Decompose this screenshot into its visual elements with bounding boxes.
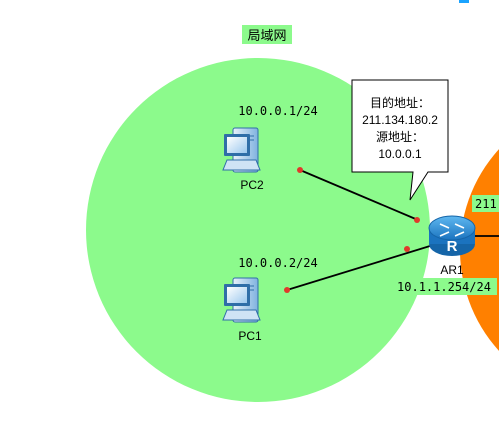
port-dot-pc1 — [284, 287, 290, 293]
port-dot-ar1-lower — [404, 246, 410, 252]
pc1-ip-label: 10.0.0.2/24 — [238, 256, 317, 270]
port-dot-ar1-upper — [414, 217, 420, 223]
lan-label: 局域网 — [247, 28, 286, 43]
lan-region — [86, 58, 430, 402]
ar1-label: AR1 — [440, 263, 464, 277]
pc2-label: PC2 — [240, 178, 264, 192]
callout-box — [351, 79, 449, 201]
callout-line-2: 211.134.180.2 — [362, 113, 438, 127]
pc2-ip-label: 10.0.0.1/24 — [238, 104, 317, 118]
callout-line-1: 目的地址： — [370, 95, 430, 110]
ar1-lan-ip-label: 10.1.1.254/24 — [397, 280, 491, 294]
link-pc1-ar1 — [286, 245, 431, 291]
callout-line-3: 源地址： — [376, 130, 424, 144]
svg-text:R: R — [447, 238, 458, 255]
corner-marker — [459, 0, 469, 3]
pc-icon[interactable] — [222, 127, 261, 173]
lan-label-bg — [242, 25, 292, 44]
ar1-wan-ip-bg — [472, 195, 499, 212]
link-pc2-ar1 — [299, 169, 419, 221]
router-icon[interactable]: R — [428, 215, 476, 256]
ar1-lan-ip-bg — [392, 278, 497, 295]
pc1-label: PC1 — [238, 329, 262, 343]
pc2-ip-bg — [233, 102, 323, 119]
ar1-wan-ip-label: 211 — [475, 197, 497, 211]
port-dot-pc2 — [297, 167, 303, 173]
pc-icon[interactable] — [222, 277, 261, 323]
pc1-ip-bg — [233, 254, 323, 271]
callout-line-4: 10.0.0.1 — [378, 147, 422, 161]
